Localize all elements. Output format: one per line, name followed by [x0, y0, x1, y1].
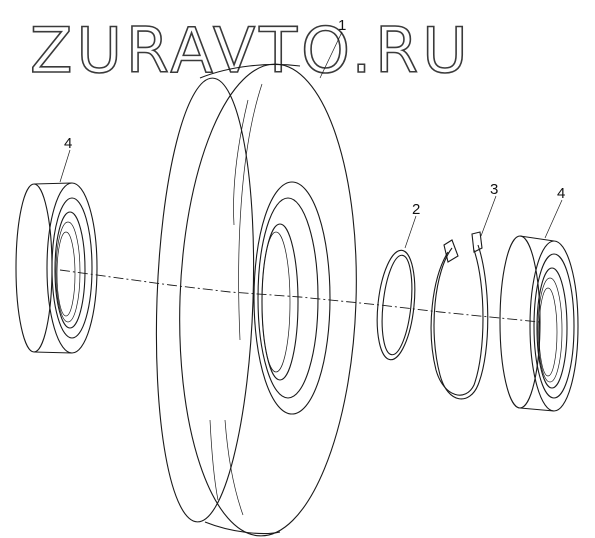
- callout-1: 1: [338, 17, 346, 34]
- watermark-text: ZURAVTO.RU: [30, 14, 472, 87]
- retaining-ring: [430, 231, 489, 400]
- callout-2: 2: [412, 201, 420, 218]
- leader-line-4-left: [59, 149, 71, 183]
- callout-3: 3: [490, 181, 498, 198]
- callout-4-left: 4: [64, 135, 72, 152]
- center-axis-line: [59, 269, 541, 323]
- leader-line-2: [404, 215, 417, 249]
- leader-line-4-right: [544, 199, 563, 239]
- leader-line-1: [319, 31, 343, 79]
- pulley-disc: [155, 63, 357, 537]
- leader-line-3: [480, 195, 497, 237]
- bearing-right: [499, 235, 579, 412]
- callout-4-right: 4: [557, 185, 565, 202]
- spacer-ring: [376, 249, 416, 361]
- bearing-left: [15, 182, 98, 354]
